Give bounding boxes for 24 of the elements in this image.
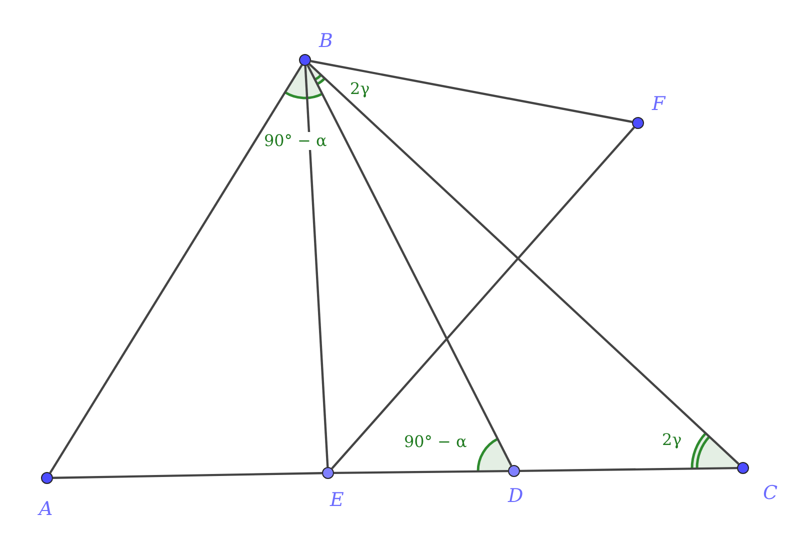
point-label: D — [508, 487, 524, 506]
line-segment — [331, 126, 635, 470]
point-marker — [632, 117, 644, 129]
point-label: A — [39, 500, 53, 519]
line-segment — [520, 466, 738, 472]
point-label: F — [652, 95, 666, 114]
point-label: E — [330, 491, 344, 510]
point-marker — [322, 467, 334, 479]
line-segment — [306, 64, 512, 466]
line-segment — [334, 470, 508, 474]
point-marker — [508, 465, 520, 477]
point-label: C — [763, 484, 778, 503]
angle-label: 2γ — [660, 431, 684, 449]
line-segment — [310, 60, 632, 123]
point-label: B — [319, 32, 333, 51]
line-segment — [49, 64, 303, 474]
line-segment — [52, 472, 322, 479]
angle-label: 2γ — [348, 80, 372, 98]
point-marker — [41, 472, 53, 484]
line-segment — [304, 66, 329, 468]
point-marker — [299, 54, 311, 66]
point-marker — [737, 462, 749, 474]
angle-label: 90° − α — [262, 132, 329, 150]
line-segment — [308, 63, 740, 465]
